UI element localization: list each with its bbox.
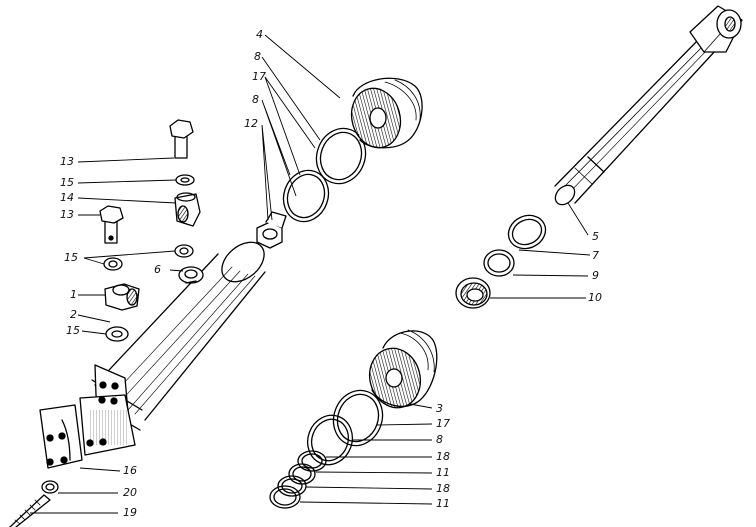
callout-20: 20 [123, 486, 137, 499]
bolt-19 [9, 480, 59, 527]
leader-lines [30, 34, 591, 514]
callout-11-b: 11 [436, 497, 450, 510]
callout-6: 6 [154, 263, 161, 276]
callout-12: 12 [244, 117, 258, 130]
callout-15-c: 15 [66, 324, 80, 337]
callout-17-bot: 17 [436, 417, 450, 430]
callout-8-top: 8 [254, 50, 261, 63]
callout-15-b: 15 [64, 251, 78, 264]
callout-18-a: 18 [436, 450, 450, 463]
banjo-bolts-13 [99, 119, 194, 244]
callout-19: 19 [123, 506, 137, 519]
plug-12 [256, 211, 287, 249]
lower-rings [269, 389, 384, 509]
callout-2: 2 [70, 308, 77, 321]
piston-3 [368, 329, 438, 409]
callout-14: 14 [60, 191, 74, 204]
callout-9: 9 [592, 269, 599, 282]
callout-13-b: 13 [60, 208, 74, 221]
callout-5: 5 [592, 230, 599, 243]
fitting-1 [104, 283, 140, 311]
callout-13-a: 13 [60, 155, 74, 168]
callout-7: 7 [592, 249, 599, 262]
callout-16: 16 [123, 464, 137, 477]
rod-rings [455, 214, 547, 309]
upper-rings [282, 127, 367, 223]
fitting-14 [174, 192, 201, 227]
callout-1: 1 [70, 288, 77, 301]
callout-17-top: 17 [252, 70, 266, 83]
end-cap [39, 364, 136, 469]
washers-15 [103, 174, 195, 342]
piston-rod [554, 5, 743, 206]
callout-8-bot: 8 [436, 433, 443, 446]
callout-18-b: 18 [436, 482, 450, 495]
callout-10: 10 [588, 291, 602, 304]
callout-15-a: 15 [60, 176, 74, 189]
callout-11-a: 11 [436, 466, 450, 479]
callout-4: 4 [256, 28, 263, 41]
callout-3: 3 [436, 402, 443, 415]
callout-8-mid: 8 [252, 93, 259, 106]
piston-4 [350, 77, 423, 149]
